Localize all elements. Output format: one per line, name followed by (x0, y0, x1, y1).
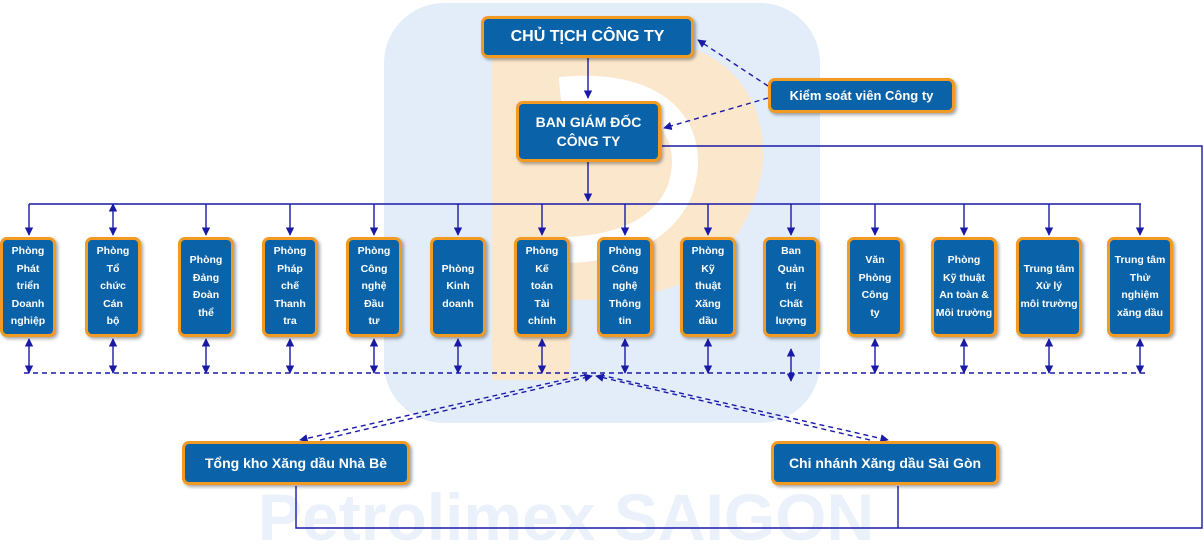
link-supervisor-chairman (697, 39, 769, 87)
dept-label: Phòng Kỹ thuật Xăng dầu (691, 245, 725, 328)
dept-petroleum-testing-center[interactable]: Trung tâm Thử nghiệm xăng dầu (1107, 237, 1173, 337)
dept-label: Phòng Kế toán Tài chính (525, 245, 559, 328)
link-nhabe-bus (319, 373, 593, 441)
watermark-text: Petrolimex SAIGON (258, 480, 874, 548)
dept-tech-investment[interactable]: Phòng Công nghệ Đầu tư (346, 237, 402, 337)
link-director-branches (295, 145, 1203, 529)
dept-sales[interactable]: Phòng Kinh doanh (430, 237, 486, 337)
supervisor-box[interactable]: Kiểm soát viên Công ty (768, 78, 955, 113)
branch-label: Tổng kho Xăng dầu Nhà Bè (204, 455, 387, 471)
chairman-label: CHỦ TỊCH CÔNG TY (510, 28, 665, 45)
supervisor-label: Kiểm soát viên Công ty (789, 88, 934, 103)
dept-label: Trung tâm Thử nghiệm xăng dầu (1114, 254, 1166, 319)
director-label-line2: CÔNG TY (556, 132, 621, 149)
dept-safety-environment[interactable]: Phòng Kỹ thuật An toàn & Môi trường (931, 237, 997, 337)
dept-personnel[interactable]: Phòng Tổ chức Cán bộ (85, 237, 141, 337)
dept-information-technology[interactable]: Phòng Công nghệ Thông tin (597, 237, 653, 337)
dept-label: Trung tâm Xử lý môi trường (1020, 262, 1078, 310)
dept-environment-treatment-center[interactable]: Trung tâm Xử lý môi trường (1016, 237, 1082, 337)
dept-finance-accounting[interactable]: Phòng Kế toán Tài chính (514, 237, 570, 337)
dept-label: Phòng Đảng Đoàn thể (189, 254, 223, 319)
branch-label: Chi nhánh Xăng dầu Sài Gòn (788, 455, 982, 471)
link-bus-nhabe (299, 374, 586, 443)
branch-nha-be-depot[interactable]: Tổng kho Xăng dầu Nhà Bè (182, 441, 410, 485)
dept-legal-inspection[interactable]: Phòng Pháp chế Thanh tra (262, 237, 318, 337)
dept-label: Phòng Công nghệ Thông tin (608, 245, 642, 328)
link-saigon-bus (595, 373, 871, 441)
dept-label: Phòng Công nghệ Đầu tư (357, 245, 391, 328)
dept-label: Phòng Kinh doanh (441, 262, 475, 310)
dept-party-unions[interactable]: Phòng Đảng Đoàn thể (178, 237, 234, 337)
dept-label: Phòng Pháp chế Thanh tra (273, 245, 307, 328)
director-label-line1: BAN GIÁM ĐỐC (535, 113, 642, 130)
chairman-box[interactable]: CHỦ TỊCH CÔNG TY (481, 16, 694, 58)
dept-label: Phòng Tổ chức Cán bộ (96, 245, 130, 328)
dept-quality-management[interactable]: Ban Quản trị Chất lượng (763, 237, 819, 337)
branch-saigon[interactable]: Chi nhánh Xăng dầu Sài Gòn (771, 441, 999, 485)
dept-petroleum-engineering[interactable]: Phòng Kỹ thuật Xăng dầu (680, 237, 736, 337)
dept-business-development[interactable]: Phòng Phát triển Doanh nghiệp (0, 237, 56, 337)
link-bus-saigon (599, 374, 889, 443)
dept-label: Văn Phòng Công ty (858, 254, 892, 319)
dept-label: Phòng Kỹ thuật An toàn & Môi trường (935, 254, 993, 319)
dept-label: Phòng Phát triển Doanh nghiệp (10, 245, 46, 328)
director-box[interactable]: BAN GIÁM ĐỐC CÔNG TY (516, 101, 661, 162)
dept-company-office[interactable]: Văn Phòng Công ty (847, 237, 903, 337)
link-supervisor-director (663, 97, 769, 130)
dept-label: Ban Quản trị Chất lượng (775, 245, 807, 328)
